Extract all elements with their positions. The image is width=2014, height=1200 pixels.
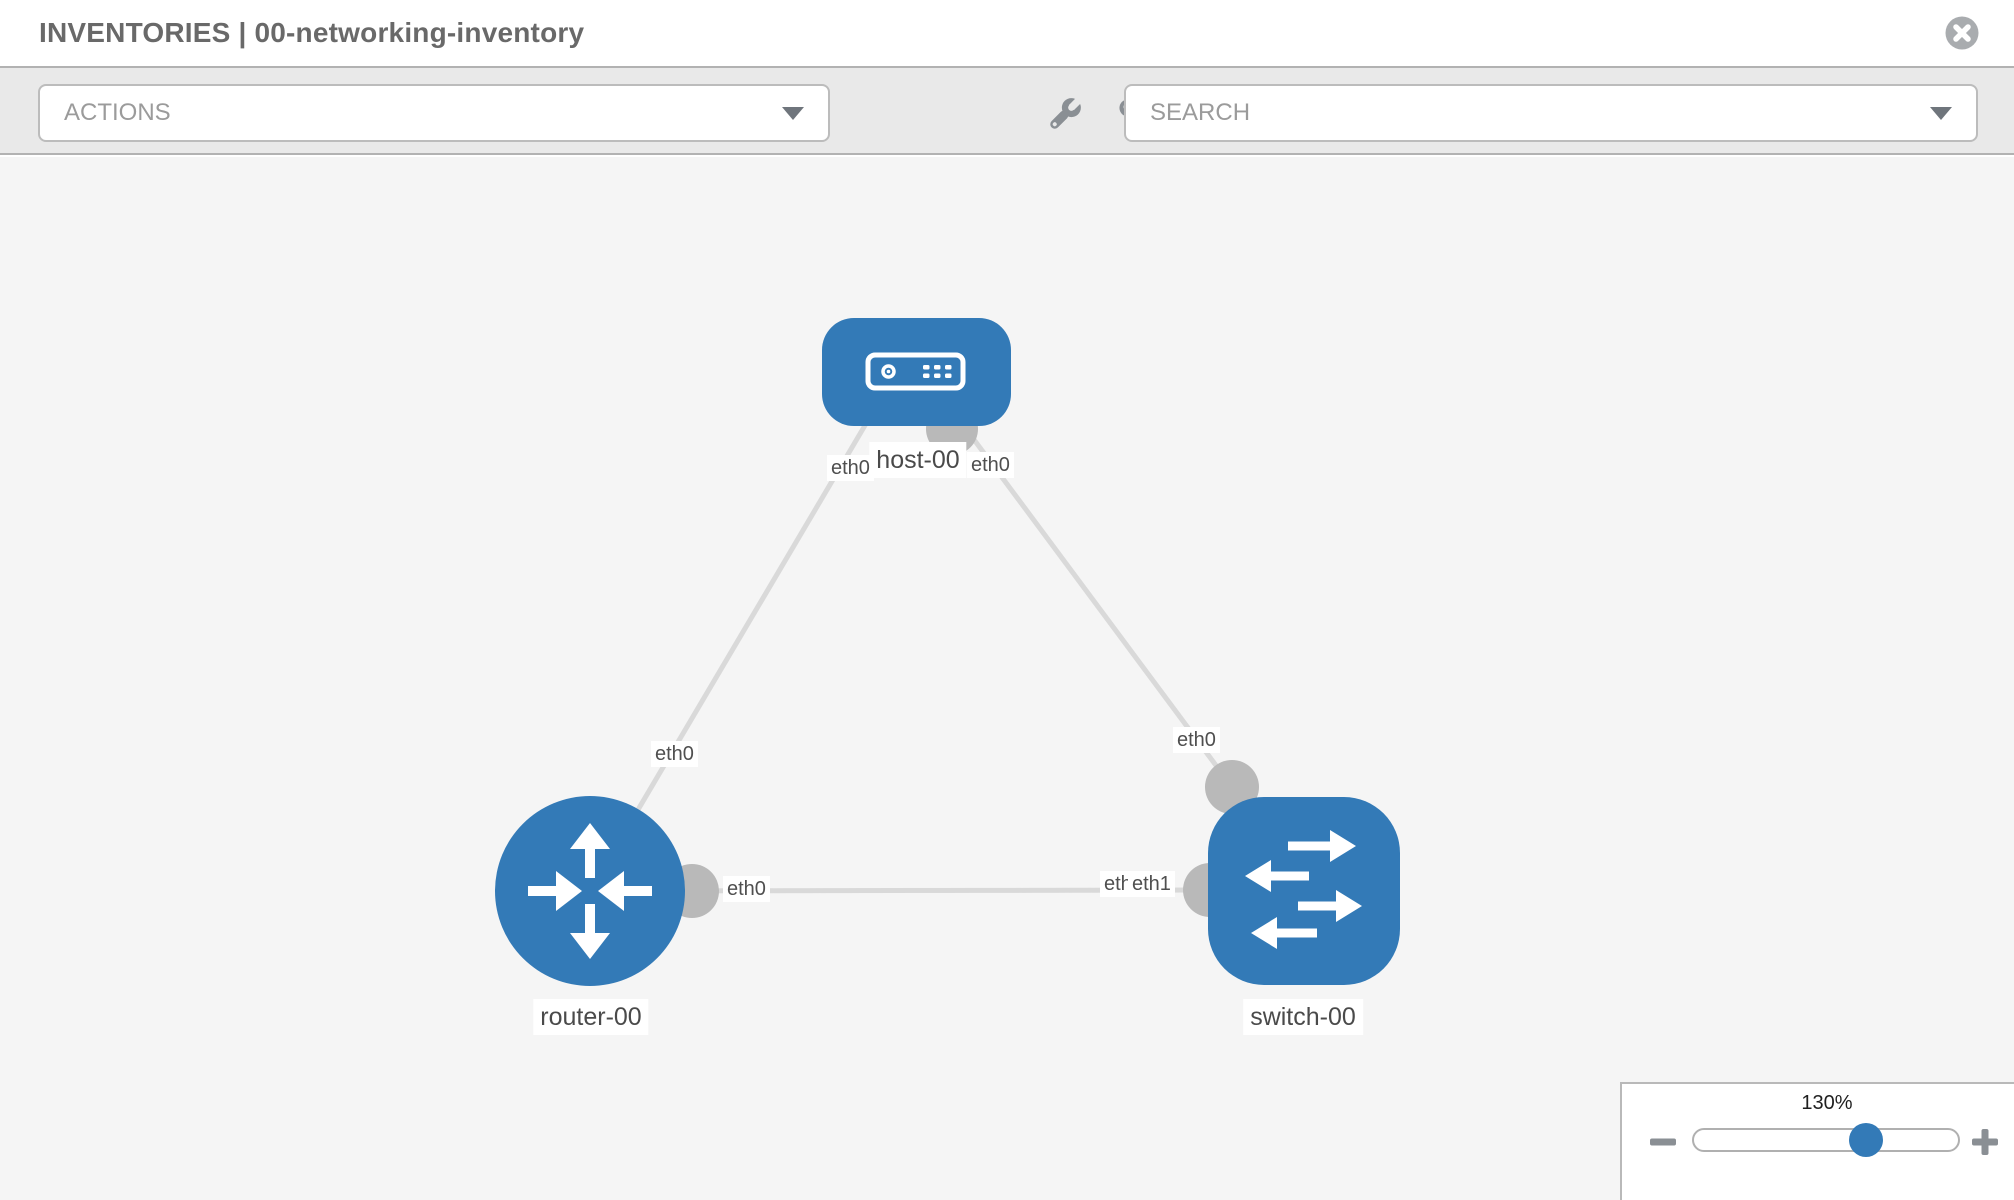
zoom-panel: 130% — [1620, 1082, 2014, 1200]
node-label-host-00: host-00 — [869, 442, 967, 478]
node-switch-00[interactable] — [1208, 797, 1400, 985]
window-header: INVENTORIES | 00-networking-inventory — [0, 0, 2014, 66]
zoom-out-button[interactable] — [1648, 1127, 1678, 1157]
interface-label-router-eth0: eth0 — [651, 741, 698, 767]
wrench-icon — [1050, 95, 1084, 129]
host-icon — [865, 352, 966, 391]
zoom-slider-handle[interactable] — [1849, 1123, 1883, 1157]
toolbar: ACTIONS — [0, 66, 2014, 155]
chevron-down-icon — [1930, 106, 1952, 120]
node-router-00[interactable] — [495, 796, 685, 986]
interface-label-switch-eth0: eth0 — [1173, 727, 1220, 753]
zoom-slider[interactable] — [1692, 1123, 1960, 1157]
page-title: INVENTORIES | 00-networking-inventory — [39, 17, 585, 48]
actions-dropdown[interactable]: ACTIONS — [38, 84, 830, 142]
zoom-in-button[interactable] — [1970, 1127, 2000, 1157]
switch-icon — [1245, 830, 1362, 949]
router-icon — [528, 823, 652, 959]
configure-button[interactable] — [1045, 95, 1085, 135]
search-dropdown[interactable]: SEARCH — [1124, 84, 1978, 142]
close-icon — [1945, 16, 1979, 50]
minus-icon — [1650, 1138, 1676, 1146]
node-label-switch-00: switch-00 — [1243, 999, 1363, 1035]
actions-dropdown-label: ACTIONS — [64, 99, 171, 126]
interface-label-router-eth0: eth0 — [723, 876, 770, 902]
interface-label-host-eth0: eth0 — [967, 452, 1014, 478]
close-button[interactable] — [1945, 16, 1979, 50]
zoom-level: 130% — [1801, 1092, 1853, 1114]
interface-label-switch-eth1: eth1 — [1128, 871, 1175, 897]
search-dropdown-label: SEARCH — [1150, 99, 1251, 126]
node-host-00[interactable] — [822, 318, 1011, 426]
interface-label-host-eth0: eth0 — [827, 455, 874, 481]
plus-icon — [1972, 1129, 1998, 1155]
chevron-down-icon — [782, 106, 804, 120]
topology-canvas[interactable]: host-00 router-00 switch-00 eth0 eth0 et… — [0, 157, 2014, 1200]
node-label-router-00: router-00 — [533, 999, 649, 1035]
